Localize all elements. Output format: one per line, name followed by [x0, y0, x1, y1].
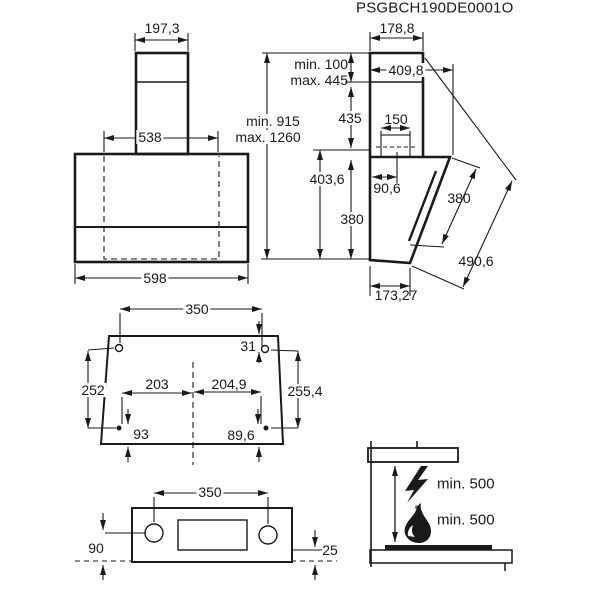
dim-bracket-slot-offset: 25 — [322, 542, 338, 558]
clearance-gas-label: min. 500 — [437, 511, 495, 529]
dim-bottom-depth: 173,27 — [374, 287, 418, 303]
dim-bottom-right-offset: 89,6 — [225, 427, 257, 443]
dim-bottom-left-offset: 93 — [131, 426, 151, 442]
flame-icon — [404, 503, 431, 543]
dim-total-height-max: max. 1260 — [233, 129, 303, 145]
dim-glass-panel-length: 380 — [447, 190, 471, 206]
dim-body-height: 403,6 — [307, 171, 347, 187]
dim-bracket-hole-height: 90 — [88, 540, 104, 556]
dim-duct-offset: 90,6 — [373, 180, 401, 196]
dim-duct-width: 150 — [384, 111, 408, 127]
dim-hole-spacing: 350 — [183, 301, 211, 317]
drawing-number: PSGBCH190DE0001O — [356, 0, 514, 17]
dim-chimney-depth: 178,8 — [379, 20, 415, 36]
dim-bracket-hole-spacing: 350 — [196, 484, 224, 500]
dim-right-side-height: 255,4 — [285, 383, 325, 399]
dim-left-side-height: 252 — [79, 382, 107, 398]
dim-body-width: 598 — [141, 270, 169, 286]
side-view — [261, 32, 517, 296]
dim-mounting-width: 538 — [136, 129, 164, 145]
bracket-view — [75, 490, 337, 580]
mounting-view — [85, 306, 301, 465]
dim-front-panel-length: 490,6 — [458, 253, 494, 269]
dim-hole-edge-offset: 31 — [240, 338, 256, 354]
dim-total-depth: 409,8 — [386, 62, 426, 78]
hob-surface — [385, 545, 492, 550]
dim-right-hole-offset: 204,9 — [209, 376, 249, 392]
dim-chimney-width: 197,3 — [144, 20, 180, 36]
dim-chimney-section-height: 435 — [336, 110, 364, 126]
dim-left-hole-offset: 203 — [143, 376, 171, 392]
dim-telescopic-min: min. 100 — [294, 56, 348, 72]
flame-inner-curl — [407, 525, 415, 537]
front-view — [73, 33, 250, 284]
dim-total-height-min: min. 915 — [244, 113, 302, 129]
dim-back-panel-height: 380 — [338, 211, 366, 227]
lightning-icon — [405, 466, 428, 503]
clearance-electric-label: min. 500 — [437, 475, 495, 493]
clearance-view — [367, 441, 513, 571]
dim-telescopic-max: max. 445 — [290, 72, 348, 88]
